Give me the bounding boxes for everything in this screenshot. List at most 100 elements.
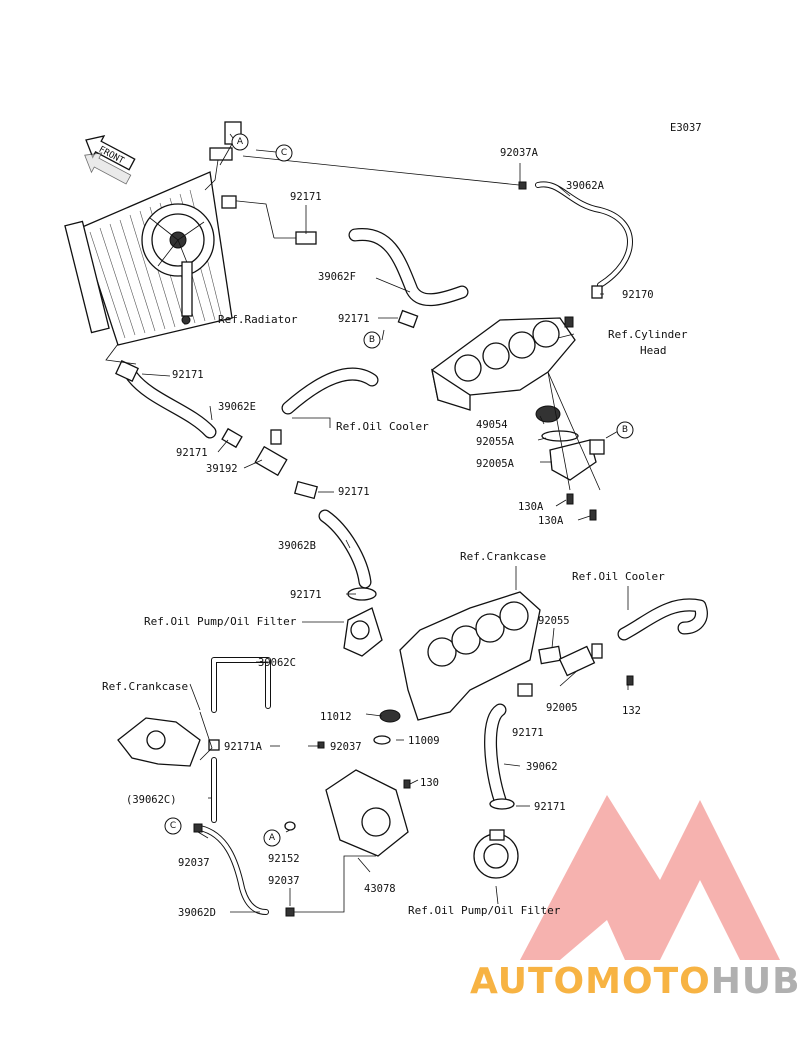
ref-crankcase-upper: Ref.Crankcase [460, 550, 546, 563]
hose-to-oil-cooler-upper [281, 367, 379, 415]
label-39062F: 39062F [318, 271, 356, 283]
label-92152: 92152 [268, 853, 300, 865]
label-92171-1: 92171 [290, 191, 322, 203]
hose-39062C [211, 657, 271, 713]
label-92037-2: 92037 [178, 857, 210, 869]
label-92171-2: 92171 [338, 313, 370, 325]
label-39062E: 39062E [218, 401, 256, 413]
clamp-92171-b [397, 309, 419, 329]
clamp-92171-c [115, 359, 139, 383]
svg-text:A: A [269, 833, 276, 843]
crankcase-left [117, 717, 201, 767]
label-92171-6: 92171 [290, 589, 322, 601]
label-130A-1: 130A [518, 501, 544, 513]
clamp-92171-h [489, 798, 515, 810]
washer-92152 [284, 821, 296, 831]
watermark-text-hub: HUB [711, 961, 800, 1002]
callout-c-bottom: C [164, 817, 182, 835]
fitting-92005 [558, 643, 603, 677]
watermark-logo-shape [520, 795, 780, 960]
label-92055A: 92055A [476, 436, 515, 448]
bolt-130 [403, 779, 411, 789]
svg-text:B: B [369, 335, 375, 345]
hose-39062E [125, 369, 217, 439]
ref-oil-cooler-lower: Ref.Oil Cooler [572, 570, 665, 583]
leader-lines [141, 133, 629, 913]
hose-39062A [535, 181, 633, 288]
label-132: 132 [622, 705, 641, 717]
ref-oil-pump-lower: Ref.Oil Pump/Oil Filter [408, 904, 561, 917]
label-39062A: 39062A [566, 180, 605, 192]
callout-b-mid: B [363, 331, 381, 349]
clamp-92171-g [517, 683, 533, 697]
label-92170: 92170 [622, 289, 654, 301]
thermostat-49054 [535, 405, 561, 423]
ref-oil-pump-upper: Ref.Oil Pump/Oil Filter [144, 615, 297, 628]
label-92171-3: 92171 [172, 369, 204, 381]
ref-oil-cooler-upper: Ref.Oil Cooler [336, 420, 429, 433]
label-39062: 39062 [526, 761, 558, 773]
cap-11012 [379, 709, 401, 723]
label-92037-3: 92037 [268, 875, 300, 887]
joint-39192 [254, 429, 288, 477]
callout-c-top: C [275, 144, 293, 162]
label-92037-1: 92037 [330, 741, 362, 753]
callout-b-right: B [616, 421, 634, 439]
svg-text:C: C [170, 821, 176, 831]
crankcase-main [399, 591, 541, 721]
radiator-outlet [221, 195, 237, 209]
radiator [64, 171, 233, 346]
ref-cylinder-head-line2: Head [640, 344, 667, 357]
label-130: 130 [420, 777, 439, 789]
front-arrow-icon: FRONT [84, 135, 136, 185]
callout-a-top: A [231, 133, 249, 151]
label-92005: 92005 [546, 702, 578, 714]
label-39062B: 39062B [278, 540, 316, 552]
label-39062C: 39062C [258, 657, 296, 669]
label-92171-5: 92171 [338, 486, 370, 498]
bolt-92037-a [317, 741, 325, 749]
label-11009: 11009 [408, 735, 440, 747]
water-pump-43078 [325, 769, 409, 857]
svg-text:AUTOMOTOHUB: AUTOMOTOHUB [470, 961, 800, 1002]
hose-39062F [348, 228, 469, 307]
label-130A-2: 130A [538, 515, 564, 527]
label-92171A: 92171A [224, 741, 263, 753]
label-11012: 11012 [320, 711, 352, 723]
label-92005A: 92005A [476, 458, 515, 470]
clamp-92037-c [285, 907, 295, 917]
label-39062D: 39062D [178, 907, 216, 919]
bolt-132 [626, 675, 634, 686]
sensor-nipple [564, 316, 574, 328]
o-ring-11009 [373, 735, 391, 745]
label-49054: 49054 [476, 419, 508, 431]
cylinder-head [431, 317, 576, 411]
hose-39062B [318, 509, 372, 589]
clamp-92037-b [193, 823, 203, 833]
diagram-code: E3037 [670, 122, 702, 134]
label-39192: 39192 [206, 463, 238, 475]
callout-a-bottom: A [263, 829, 281, 847]
label-92171-4: 92171 [176, 447, 208, 459]
housing-92005A [549, 439, 605, 481]
svg-text:B: B [622, 425, 628, 435]
automotohub-watermark: AUTOMOTOHUB [470, 795, 800, 1002]
svg-text:C: C [281, 148, 287, 158]
hose-to-oil-cooler-lower [617, 598, 708, 641]
label-43078: 43078 [364, 883, 396, 895]
bolt-130A-b [589, 509, 597, 521]
clamp-92171A [208, 739, 220, 751]
label-92037A: 92037A [500, 147, 539, 159]
hose-39062D [197, 825, 269, 915]
ref-crankcase-left: Ref.Crankcase [102, 680, 188, 693]
label-39062C-paren: (39062C) [126, 794, 177, 806]
bolt-130A-a [566, 493, 574, 505]
hose-39062 [484, 703, 507, 807]
gasket-92055 [538, 645, 562, 665]
watermark-text-automoto: AUTOMOTO [470, 961, 711, 1002]
label-92055: 92055 [538, 615, 570, 627]
oil-pump-upper [343, 607, 383, 657]
ref-cylinder-head-line1: Ref.Cylinder [608, 328, 688, 341]
clamp-92171-d [221, 427, 243, 449]
